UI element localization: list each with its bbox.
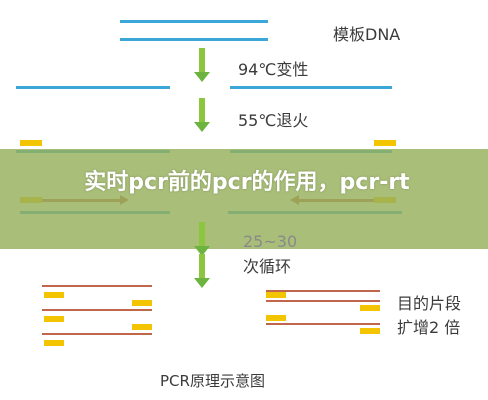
product-primer xyxy=(266,315,286,321)
banner-title: 实时pcr前的pcr的作用，pcr-rt xyxy=(84,170,410,195)
amplify-label: 扩增2 倍 xyxy=(397,318,461,337)
product-strand xyxy=(266,300,380,302)
denature-label: 94℃变性 xyxy=(238,60,309,79)
primer-left xyxy=(20,140,42,146)
product-primer xyxy=(44,316,64,322)
product-primer xyxy=(132,300,152,306)
diagram-caption: PCR原理示意图 xyxy=(160,372,265,390)
arrow-down-icon xyxy=(194,254,210,288)
product-primer xyxy=(360,305,380,311)
denatured-strand-left xyxy=(16,86,170,89)
denatured-strand-right xyxy=(230,86,392,89)
product-primer xyxy=(360,328,380,334)
product-primer xyxy=(44,292,64,298)
product-strand xyxy=(266,290,380,292)
product-strand xyxy=(42,285,152,287)
target-fragment-label: 目的片段 xyxy=(397,294,462,313)
cycles-count-label: 25~30 xyxy=(243,232,298,251)
product-strand xyxy=(42,333,152,335)
product-strand xyxy=(266,323,380,325)
title-banner xyxy=(0,149,488,249)
template-dna-strand-bottom xyxy=(120,38,268,41)
product-strand xyxy=(42,309,152,311)
arrow-down-icon xyxy=(194,222,210,256)
product-primer xyxy=(44,340,64,346)
cycles-text-label: 次循环 xyxy=(243,257,292,276)
anneal-label: 55℃退火 xyxy=(238,111,309,130)
template-dna-label: 模板DNA xyxy=(333,25,401,44)
template-dna-strand-top xyxy=(120,20,268,23)
arrow-down-icon xyxy=(194,48,210,82)
primer-right xyxy=(374,140,396,146)
arrow-down-icon xyxy=(194,98,210,132)
product-primer xyxy=(132,324,152,330)
product-primer xyxy=(266,292,286,298)
